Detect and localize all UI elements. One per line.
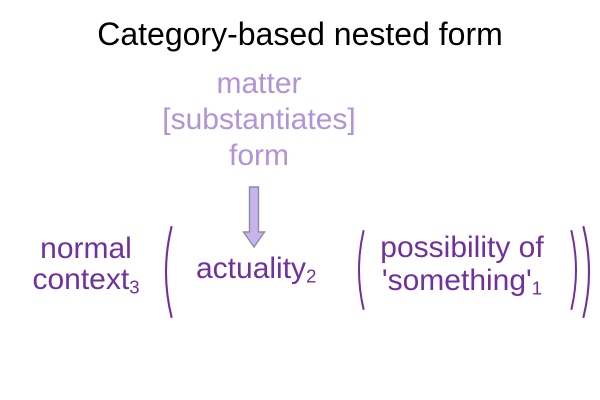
possibility-line1: possibility of: [380, 231, 544, 264]
down-arrow-icon: [242, 186, 266, 248]
possibility-line2: 'something'1: [381, 264, 543, 299]
something-subscript: 1: [531, 277, 543, 299]
matter-substantiates-form-label: matter [substantiates] form: [109, 66, 409, 174]
actuality-subscript: 2: [306, 265, 317, 287]
source-line-matter: matter: [216, 67, 302, 100]
source-line-form: form: [229, 139, 289, 172]
outer-close-paren-icon: [581, 224, 597, 320]
inner-close-paren-icon: [569, 228, 583, 312]
outer-open-paren-icon: [158, 224, 174, 320]
context-subscript: 3: [129, 276, 140, 298]
slide-title: Category-based nested form: [97, 16, 503, 52]
possibility-term: possibility of 'something'1: [363, 231, 561, 304]
normal-context-line1: normal: [40, 232, 132, 265]
source-line-substantiates: [substantiates]: [162, 103, 356, 136]
normal-context-term: normal context3: [11, 233, 161, 302]
actuality-term: actuality2: [196, 252, 317, 287]
inner-open-paren-icon: [352, 228, 366, 312]
normal-context-line2: context3: [32, 263, 140, 298]
